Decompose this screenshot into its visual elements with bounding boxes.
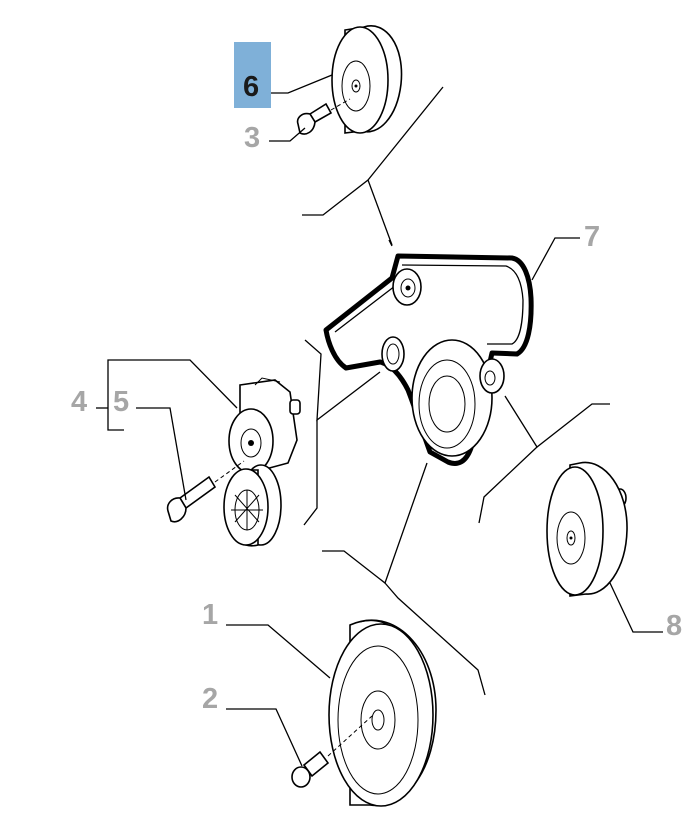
belt-large-pulley xyxy=(411,339,493,457)
part-6-idler-pulley[interactable] xyxy=(331,25,403,134)
callout-4-label[interactable]: 4 xyxy=(71,386,87,418)
part-1-crankshaft-pulley[interactable] xyxy=(328,619,437,807)
belt-right-pulley xyxy=(479,358,505,394)
callout-2-label[interactable]: 2 xyxy=(202,683,218,715)
callout-1-label[interactable]: 1 xyxy=(202,599,218,631)
callout-6-highlight xyxy=(234,42,271,108)
belt-small-pulley-upper xyxy=(392,268,422,306)
callout-6-label: 6 xyxy=(243,71,259,103)
callout-leaders xyxy=(96,74,663,767)
callout-5-label[interactable]: 5 xyxy=(113,386,129,418)
callout-6-group[interactable]: 6 xyxy=(234,42,271,108)
callout-7-label[interactable]: 7 xyxy=(584,221,600,253)
part-5-belt-tensioner[interactable] xyxy=(223,377,301,547)
belt-small-pulley-lower xyxy=(381,336,405,372)
part-8-idler-pulley[interactable] xyxy=(546,461,628,597)
part-3-bolt[interactable] xyxy=(296,98,351,135)
part-5-bolt[interactable] xyxy=(166,460,245,523)
callout-8-label[interactable]: 8 xyxy=(666,610,682,642)
part-7-drive-belt[interactable] xyxy=(323,253,534,466)
callout-3-label[interactable]: 3 xyxy=(244,122,260,154)
part-2-pulley-bolt[interactable] xyxy=(291,715,373,788)
assembly-bracket-lines xyxy=(302,86,610,696)
